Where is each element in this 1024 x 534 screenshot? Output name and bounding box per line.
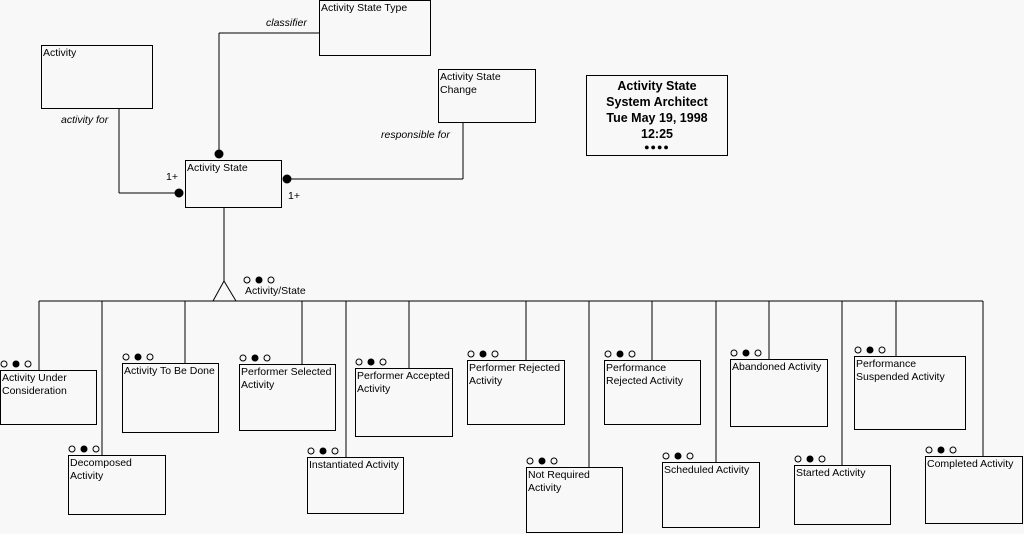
many-dot — [282, 174, 292, 184]
subtype-performance-suspended-activity[interactable]: Performance Suspended Activity — [854, 356, 966, 430]
state-dot — [0, 360, 8, 368]
entity-activity-state-type[interactable]: Activity State Type — [319, 0, 431, 56]
state-dot — [628, 350, 636, 358]
state-dot — [674, 452, 682, 460]
state-dot — [307, 447, 315, 455]
relationship-label-activity-for: activity for — [61, 114, 109, 126]
state-dot — [604, 350, 612, 358]
subtype-activity-to-be-done[interactable]: Activity To Be Done — [122, 363, 219, 433]
title-line-2: System Architect — [606, 95, 708, 109]
subtype-indicator-dot — [255, 276, 263, 284]
title-dots: ●●●● — [644, 142, 670, 152]
state-dot — [24, 360, 32, 368]
state-dot — [854, 346, 862, 354]
subtype-scheduled-activity[interactable]: Scheduled Activity — [662, 462, 760, 528]
subtype-indicator-dot — [243, 276, 251, 284]
state-dot — [379, 358, 387, 366]
state-dot — [134, 353, 142, 361]
state-dot — [878, 346, 886, 354]
multiplicity-left: 1+ — [166, 171, 178, 183]
entity-activity-state-change[interactable]: Activity State Change — [438, 69, 536, 123]
state-dot — [467, 350, 475, 358]
state-dot — [937, 446, 945, 454]
state-dot — [538, 457, 546, 465]
state-dot — [794, 455, 802, 463]
state-dot — [122, 353, 130, 361]
state-dot — [355, 358, 363, 366]
subtype-performance-rejected-activity[interactable]: Performance Rejected Activity — [604, 360, 701, 425]
state-dot — [866, 346, 874, 354]
entity-activity-state[interactable]: Activity State — [185, 160, 282, 208]
subtype-activity-under-consideration[interactable]: Activity Under Consideration — [0, 370, 97, 425]
title-block: Activity State System Architect Tue May … — [586, 75, 728, 156]
state-dot — [263, 354, 271, 362]
state-dot — [754, 349, 762, 357]
subtype-abandoned-activity[interactable]: Abandoned Activity — [730, 359, 828, 427]
relationship-label-classifier: classifier — [266, 17, 307, 29]
state-dot — [319, 447, 327, 455]
state-dot — [616, 350, 624, 358]
subtype-group-label: Activity/State — [245, 285, 306, 297]
state-dot — [68, 445, 76, 453]
state-dot — [925, 446, 933, 454]
state-dot — [526, 457, 534, 465]
entity-activity[interactable]: Activity — [41, 45, 153, 109]
state-dot — [251, 354, 259, 362]
state-dot — [367, 358, 375, 366]
state-dot — [80, 445, 88, 453]
relationship-label-responsible-for: responsible for — [381, 129, 450, 141]
subtype-decomposed-activity[interactable]: Decomposed Activity — [68, 455, 166, 515]
state-dot — [730, 349, 738, 357]
subtype-started-activity[interactable]: Started Activity — [794, 465, 891, 525]
title-line-3: Tue May 19, 1998 — [606, 111, 708, 125]
subtype-triangle-icon — [212, 279, 237, 302]
subtype-performer-accepted-activity[interactable]: Performer Accepted Activity — [355, 368, 453, 437]
multiplicity-right: 1+ — [288, 190, 300, 202]
state-dot — [806, 455, 814, 463]
subtype-completed-activity[interactable]: Completed Activity — [925, 456, 1023, 524]
state-dot — [818, 455, 826, 463]
subtype-not-required-activity[interactable]: Not Required Activity — [526, 467, 623, 533]
state-dot — [479, 350, 487, 358]
title-line-4: 12:25 — [641, 127, 673, 141]
subtype-performer-selected-activity[interactable]: Performer Selected Activity — [239, 364, 336, 431]
state-dot — [550, 457, 558, 465]
subtype-instantiated-activity[interactable]: Instantiated Activity — [307, 457, 404, 514]
state-dot — [949, 446, 957, 454]
state-dot — [662, 452, 670, 460]
state-dot — [92, 445, 100, 453]
subtype-indicator-dot — [267, 276, 275, 284]
state-dot — [686, 452, 694, 460]
many-dot — [214, 149, 224, 159]
state-dot — [742, 349, 750, 357]
title-line-1: Activity State — [617, 79, 697, 93]
many-dot — [174, 188, 184, 198]
state-dot — [331, 447, 339, 455]
state-dot — [491, 350, 499, 358]
state-dot — [239, 354, 247, 362]
state-dot — [12, 360, 20, 368]
state-dot — [146, 353, 154, 361]
subtype-performer-rejected-activity[interactable]: Performer Rejected Activity — [467, 360, 565, 425]
